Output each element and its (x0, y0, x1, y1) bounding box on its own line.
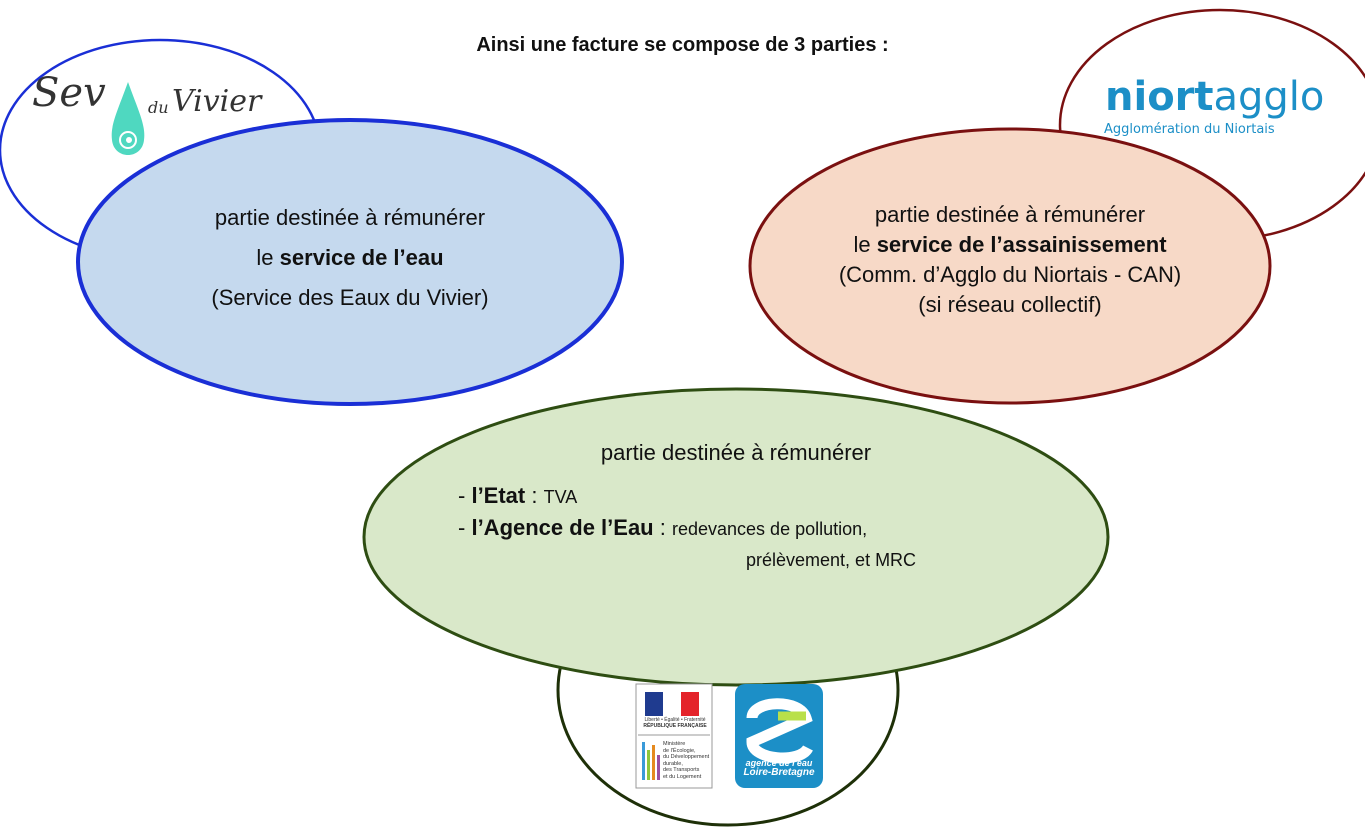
niort-logo-agglo: agglo (1213, 74, 1325, 120)
ministry-text: Ministère de l'Écologie, du Développemen… (663, 741, 710, 780)
republique-motto: Liberté • Égalité • Fraternité (644, 717, 706, 723)
state-intro: partie destinée à rémunérer (600, 440, 872, 465)
state-agence-detail-1: redevances de pollution, (672, 519, 868, 539)
state-etat-label: l’Etat (471, 483, 526, 508)
sev-logo-du: du (148, 98, 169, 117)
republique-name: RÉPUBLIQUE FRANÇAISE (643, 723, 707, 729)
water-provider: (Service des Eaux du Vivier) (211, 285, 489, 310)
sev-logo-vivier: Vivier (172, 84, 262, 119)
sanitation-condition: (si réseau collectif) (918, 292, 1102, 317)
niort-agglo-logo: niortagglo (1105, 74, 1324, 120)
water-intro: partie destinée à rémunérer (214, 205, 486, 230)
state-etat-line: - l’Etat : TVA (458, 483, 578, 508)
water-service-text: partie destinée à rémunérer le service d… (120, 198, 580, 318)
state-etat-detail: TVA (543, 487, 578, 507)
sanitation-service-line: le service de l’assainissement (853, 232, 1167, 257)
page-title: Ainsi une facture se compose de 3 partie… (476, 34, 889, 56)
sanitation-provider: (Comm. d’Agglo du Niortais - CAN) (838, 262, 1182, 287)
state-agence-label: l’Agence de l’Eau (471, 515, 654, 540)
water-service-line: le service de l’eau (256, 245, 444, 270)
sanitation-service-text: partie destinée à rémunérer le service d… (790, 200, 1230, 320)
sanitation-service-name: service de l’assainissement (876, 232, 1167, 257)
water-service-name: service de l’eau (279, 245, 444, 270)
state-agency-ellipse (362, 387, 1110, 687)
sanitation-intro: partie destinée à rémunérer (874, 202, 1146, 227)
state-agence-line: - l’Agence de l’Eau : redevances de poll… (458, 515, 868, 540)
agence-eau-text: agence de l'eau Loire-Bretagne (743, 758, 815, 778)
republique-logo (635, 683, 713, 789)
niort-logo-niort: niort (1105, 74, 1214, 120)
water-service-ellipse (76, 118, 624, 406)
state-agence-detail-2: prélèvement, et MRC (746, 550, 917, 570)
niort-logo-subtitle: Agglomération du Niortais (1104, 122, 1275, 137)
sev-logo (111, 82, 145, 155)
agence-eau-logo (735, 684, 823, 788)
sev-logo-sev: Sev (32, 70, 106, 116)
sanitation-service-ellipse (748, 127, 1272, 405)
